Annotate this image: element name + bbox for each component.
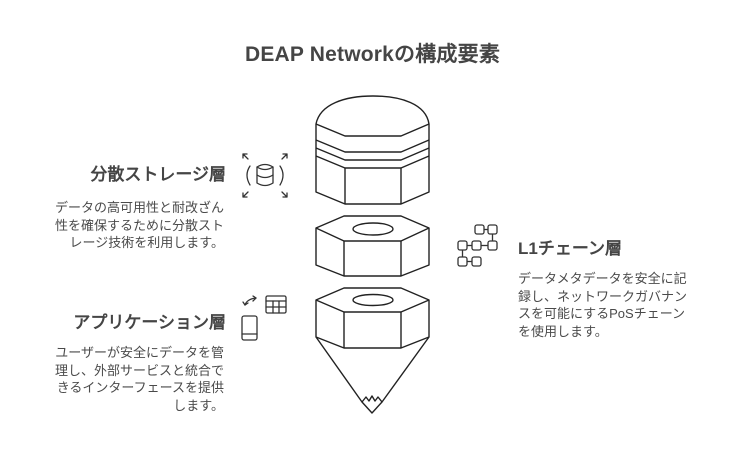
application-layer-description: ユーザーが安全にデータを管 理し、外部サービスと統合で きるインターフェースを提… [24, 344, 224, 414]
description-line: 録し、ネットワークガバナン [518, 288, 688, 304]
storage-band-2 [315, 139, 430, 153]
storage-layer-heading: 分散ストレージ層 [90, 165, 226, 184]
description-line: きるインターフェースを提供 [56, 380, 224, 395]
l1-nut-top-front-edge [315, 227, 430, 242]
storage-band-3 [315, 147, 430, 161]
storage-dome [315, 95, 430, 205]
mobile-device-icon [241, 315, 258, 341]
storage-band-4 [315, 155, 430, 169]
grid-table-icon [265, 295, 287, 314]
app-integration-icon [241, 295, 287, 341]
diagram-title: DEAP Networkの構成要素 [244, 43, 501, 66]
l1-layer-block [315, 215, 430, 277]
l1-layer-description: データメタデータを安全に記 録し、ネットワークガバナン スを可能にするPoSチェ… [518, 270, 718, 340]
storage-layer-description: データの高可用性と耐改ざん 性を確保するために分散スト レージ技術を利用します。 [24, 199, 224, 252]
application-cone-tip [361, 401, 383, 414]
description-line: スを可能にするPoSチェーン [518, 306, 686, 321]
application-layer-block [315, 287, 430, 414]
application-cone [315, 336, 430, 403]
blockchain-network-icon [457, 224, 498, 267]
application-layer-heading: アプリケーション層 [73, 313, 226, 332]
l1-layer-heading: L1チェーン層 [518, 239, 622, 258]
description-line: データメタデータを安全に記 [518, 271, 687, 286]
distributed-database-icon [242, 153, 288, 198]
description-line: ユーザーが安全にデータを管 [55, 345, 224, 360]
storage-band-1 [315, 123, 430, 137]
description-line: データの高可用性と耐改ざん [54, 200, 224, 215]
l1-nut-hole [352, 222, 394, 236]
description-line: 理し、外部サービスと統合で [54, 362, 224, 378]
storage-layer-block [315, 95, 430, 205]
description-line: 性を確保するために分散スト [54, 217, 224, 233]
description-line: します。 [173, 397, 224, 413]
application-nut-top-front-edge [315, 299, 430, 313]
description-line: レージ技術を利用します。 [69, 235, 224, 250]
description-line: を使用します。 [518, 323, 608, 339]
application-nut-hole [352, 293, 394, 307]
